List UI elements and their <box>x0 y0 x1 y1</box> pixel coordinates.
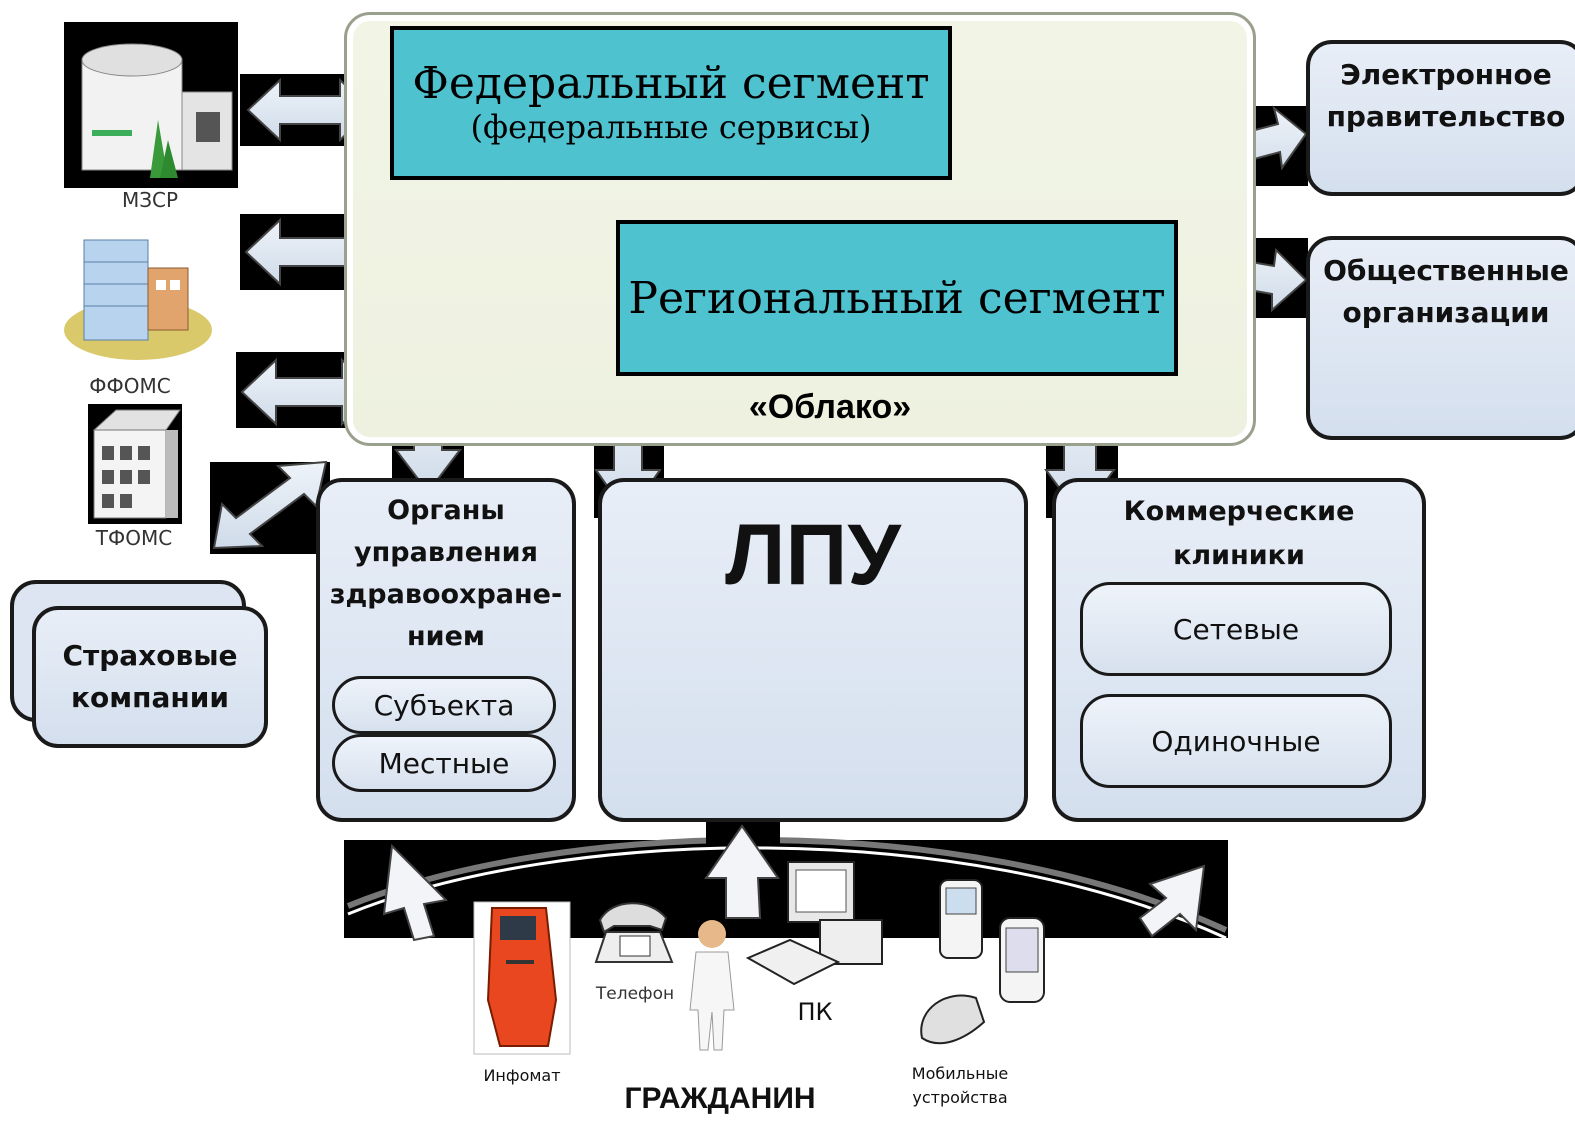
egov-box: Электронное правительство <box>1306 40 1575 196</box>
insurance-line2: компании <box>71 681 229 714</box>
public-orgs-line1: Общественные <box>1323 254 1569 287</box>
cloud-label: «Облако» <box>748 388 912 426</box>
health-authorities-line1: Органы <box>387 495 505 526</box>
mobile-caption-line1: Мобильные <box>911 1064 1009 1083</box>
pc-caption: ПК <box>797 998 833 1026</box>
egov-line2: правительство <box>1326 100 1566 133</box>
kiosk-caption: Инфомат <box>483 1066 561 1085</box>
network-clinics-pill: Сетевые <box>1080 582 1392 676</box>
mobile-phone-icon <box>920 879 1045 1045</box>
mobile-caption-line2: устройства <box>912 1088 1008 1107</box>
lpu-box: ЛПУ <box>598 478 1028 822</box>
telephone-icon <box>594 902 674 963</box>
arrow-insurance-orgs <box>210 460 330 554</box>
ffoms-caption: ФФОМС <box>89 374 171 398</box>
public-orgs-box: Общественные организации <box>1306 236 1575 440</box>
health-authorities-line2: управления <box>354 537 538 568</box>
health-authorities-line4: нием <box>407 621 485 652</box>
tfoms-caption: ТФОМС <box>95 526 173 550</box>
single-clinics-pill: Одиночные <box>1080 694 1392 788</box>
commercial-line1: Коммерческие <box>1123 496 1355 527</box>
desktop-computer-icon <box>745 861 883 986</box>
kiosk-icon <box>473 901 571 1055</box>
small-office-building-icon <box>88 404 182 524</box>
person-icon <box>689 920 735 1051</box>
egov-line1: Электронное <box>1340 58 1552 91</box>
citizen-label: ГРАЖДАНИН <box>624 1082 816 1115</box>
mobile-caption: Мобильные устройства <box>900 1062 1020 1110</box>
federal-segment-title: Федеральный сегмент <box>412 57 930 109</box>
office-tower-icon <box>64 239 212 360</box>
health-authorities-line3: здравоохране- <box>329 579 563 610</box>
mzsr-caption: МЗСР <box>121 188 179 212</box>
telephone-caption: Телефон <box>595 984 675 1004</box>
regional-segment: Региональный сегмент <box>616 220 1178 376</box>
federal-segment-subtitle: (федеральные сервисы) <box>470 108 872 146</box>
insurance-box: Страховые компании <box>32 606 268 748</box>
subject-level-pill: Субъекта <box>332 676 556 734</box>
regional-segment-title: Региональный сегмент <box>628 272 1166 324</box>
commercial-line2: клиники <box>1173 540 1305 571</box>
government-building-icon <box>64 22 238 188</box>
lpu-label: ЛПУ <box>725 507 901 603</box>
public-orgs-line2: организации <box>1342 296 1550 329</box>
federal-segment: Федеральный сегмент (федеральные сервисы… <box>390 26 952 180</box>
insurance-line1: Страховые <box>62 639 238 672</box>
local-level-pill: Местные <box>332 734 556 792</box>
